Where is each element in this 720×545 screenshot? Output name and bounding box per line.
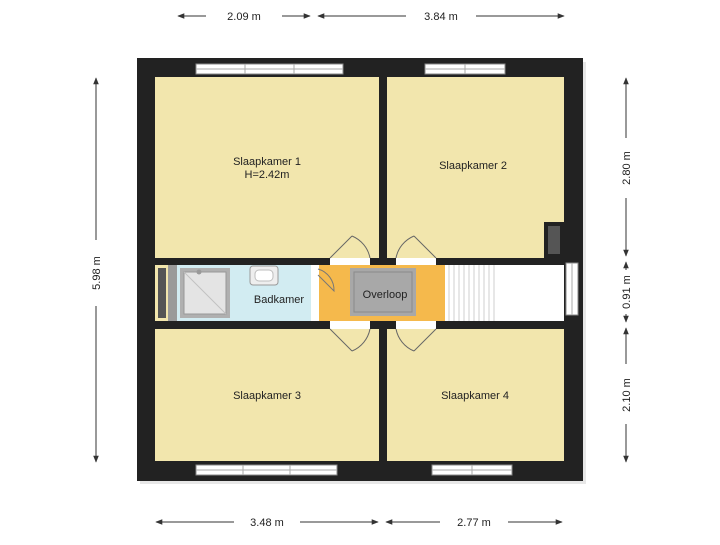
dimension-bottom-left: 3.48 m bbox=[155, 517, 379, 529]
dimension-top-left: 2.09 m bbox=[177, 11, 311, 23]
room-slaapkamer-2 bbox=[387, 77, 564, 258]
corner-duct bbox=[158, 268, 166, 318]
dimension-right-bottom-label: 2.10 m bbox=[621, 378, 633, 412]
dimension-right-middle-label: 0.91 m bbox=[621, 275, 633, 309]
staircase bbox=[445, 265, 564, 321]
door-slaapkamer-2 bbox=[395, 235, 437, 265]
dimension-right-middle: 0.91 m bbox=[621, 261, 633, 323]
dimension-top-right-label: 3.84 m bbox=[424, 11, 458, 23]
window-bottom-right bbox=[431, 464, 513, 476]
room-slaapkamer-3 bbox=[155, 329, 379, 461]
label-slaapkamer-1: Slaapkamer 1 bbox=[233, 156, 301, 168]
label-badkamer: Badkamer bbox=[254, 294, 304, 306]
dimension-left-label: 5.98 m bbox=[91, 256, 103, 290]
dimension-right-bottom: 2.10 m bbox=[621, 327, 633, 463]
shaft-inner bbox=[548, 226, 560, 254]
hatch-inner bbox=[353, 271, 413, 313]
label-slaapkamer-3: Slaapkamer 3 bbox=[233, 390, 301, 402]
hatch-icon bbox=[350, 268, 416, 316]
dimension-bottom-right: 2.77 m bbox=[385, 517, 563, 529]
shower-icon bbox=[180, 268, 230, 318]
window-bottom-left bbox=[195, 464, 338, 476]
dimension-left: 5.98 m bbox=[91, 77, 103, 463]
dimension-bottom-right-label: 2.77 m bbox=[457, 517, 491, 529]
dimension-top-right: 3.84 m bbox=[317, 11, 565, 23]
door-slaapkamer-3 bbox=[329, 321, 371, 352]
door-slaapkamer-1 bbox=[329, 235, 371, 265]
window-stair bbox=[565, 262, 579, 316]
dimension-right-top: 2.80 m bbox=[621, 77, 633, 257]
room-slaapkamer-4 bbox=[387, 329, 564, 461]
label-slaapkamer-4: Slaapkamer 4 bbox=[441, 390, 509, 402]
label-ceiling-height: H=2.42m bbox=[245, 169, 290, 181]
window-top-left bbox=[195, 63, 344, 75]
bathroom-wall-strip bbox=[168, 265, 177, 321]
window-top-right bbox=[424, 63, 506, 75]
washbasin-icon bbox=[249, 265, 279, 286]
dimension-right-top-label: 2.80 m bbox=[621, 151, 633, 185]
dimension-bottom-left-label: 3.48 m bbox=[250, 517, 284, 529]
door-slaapkamer-4 bbox=[395, 321, 437, 352]
label-overloop: Overloop bbox=[363, 289, 408, 301]
bathroom-door bbox=[311, 265, 335, 321]
room-slaapkamer-1 bbox=[155, 77, 379, 258]
dimension-top-left-label: 2.09 m bbox=[227, 11, 261, 23]
label-slaapkamer-2: Slaapkamer 2 bbox=[439, 160, 507, 172]
